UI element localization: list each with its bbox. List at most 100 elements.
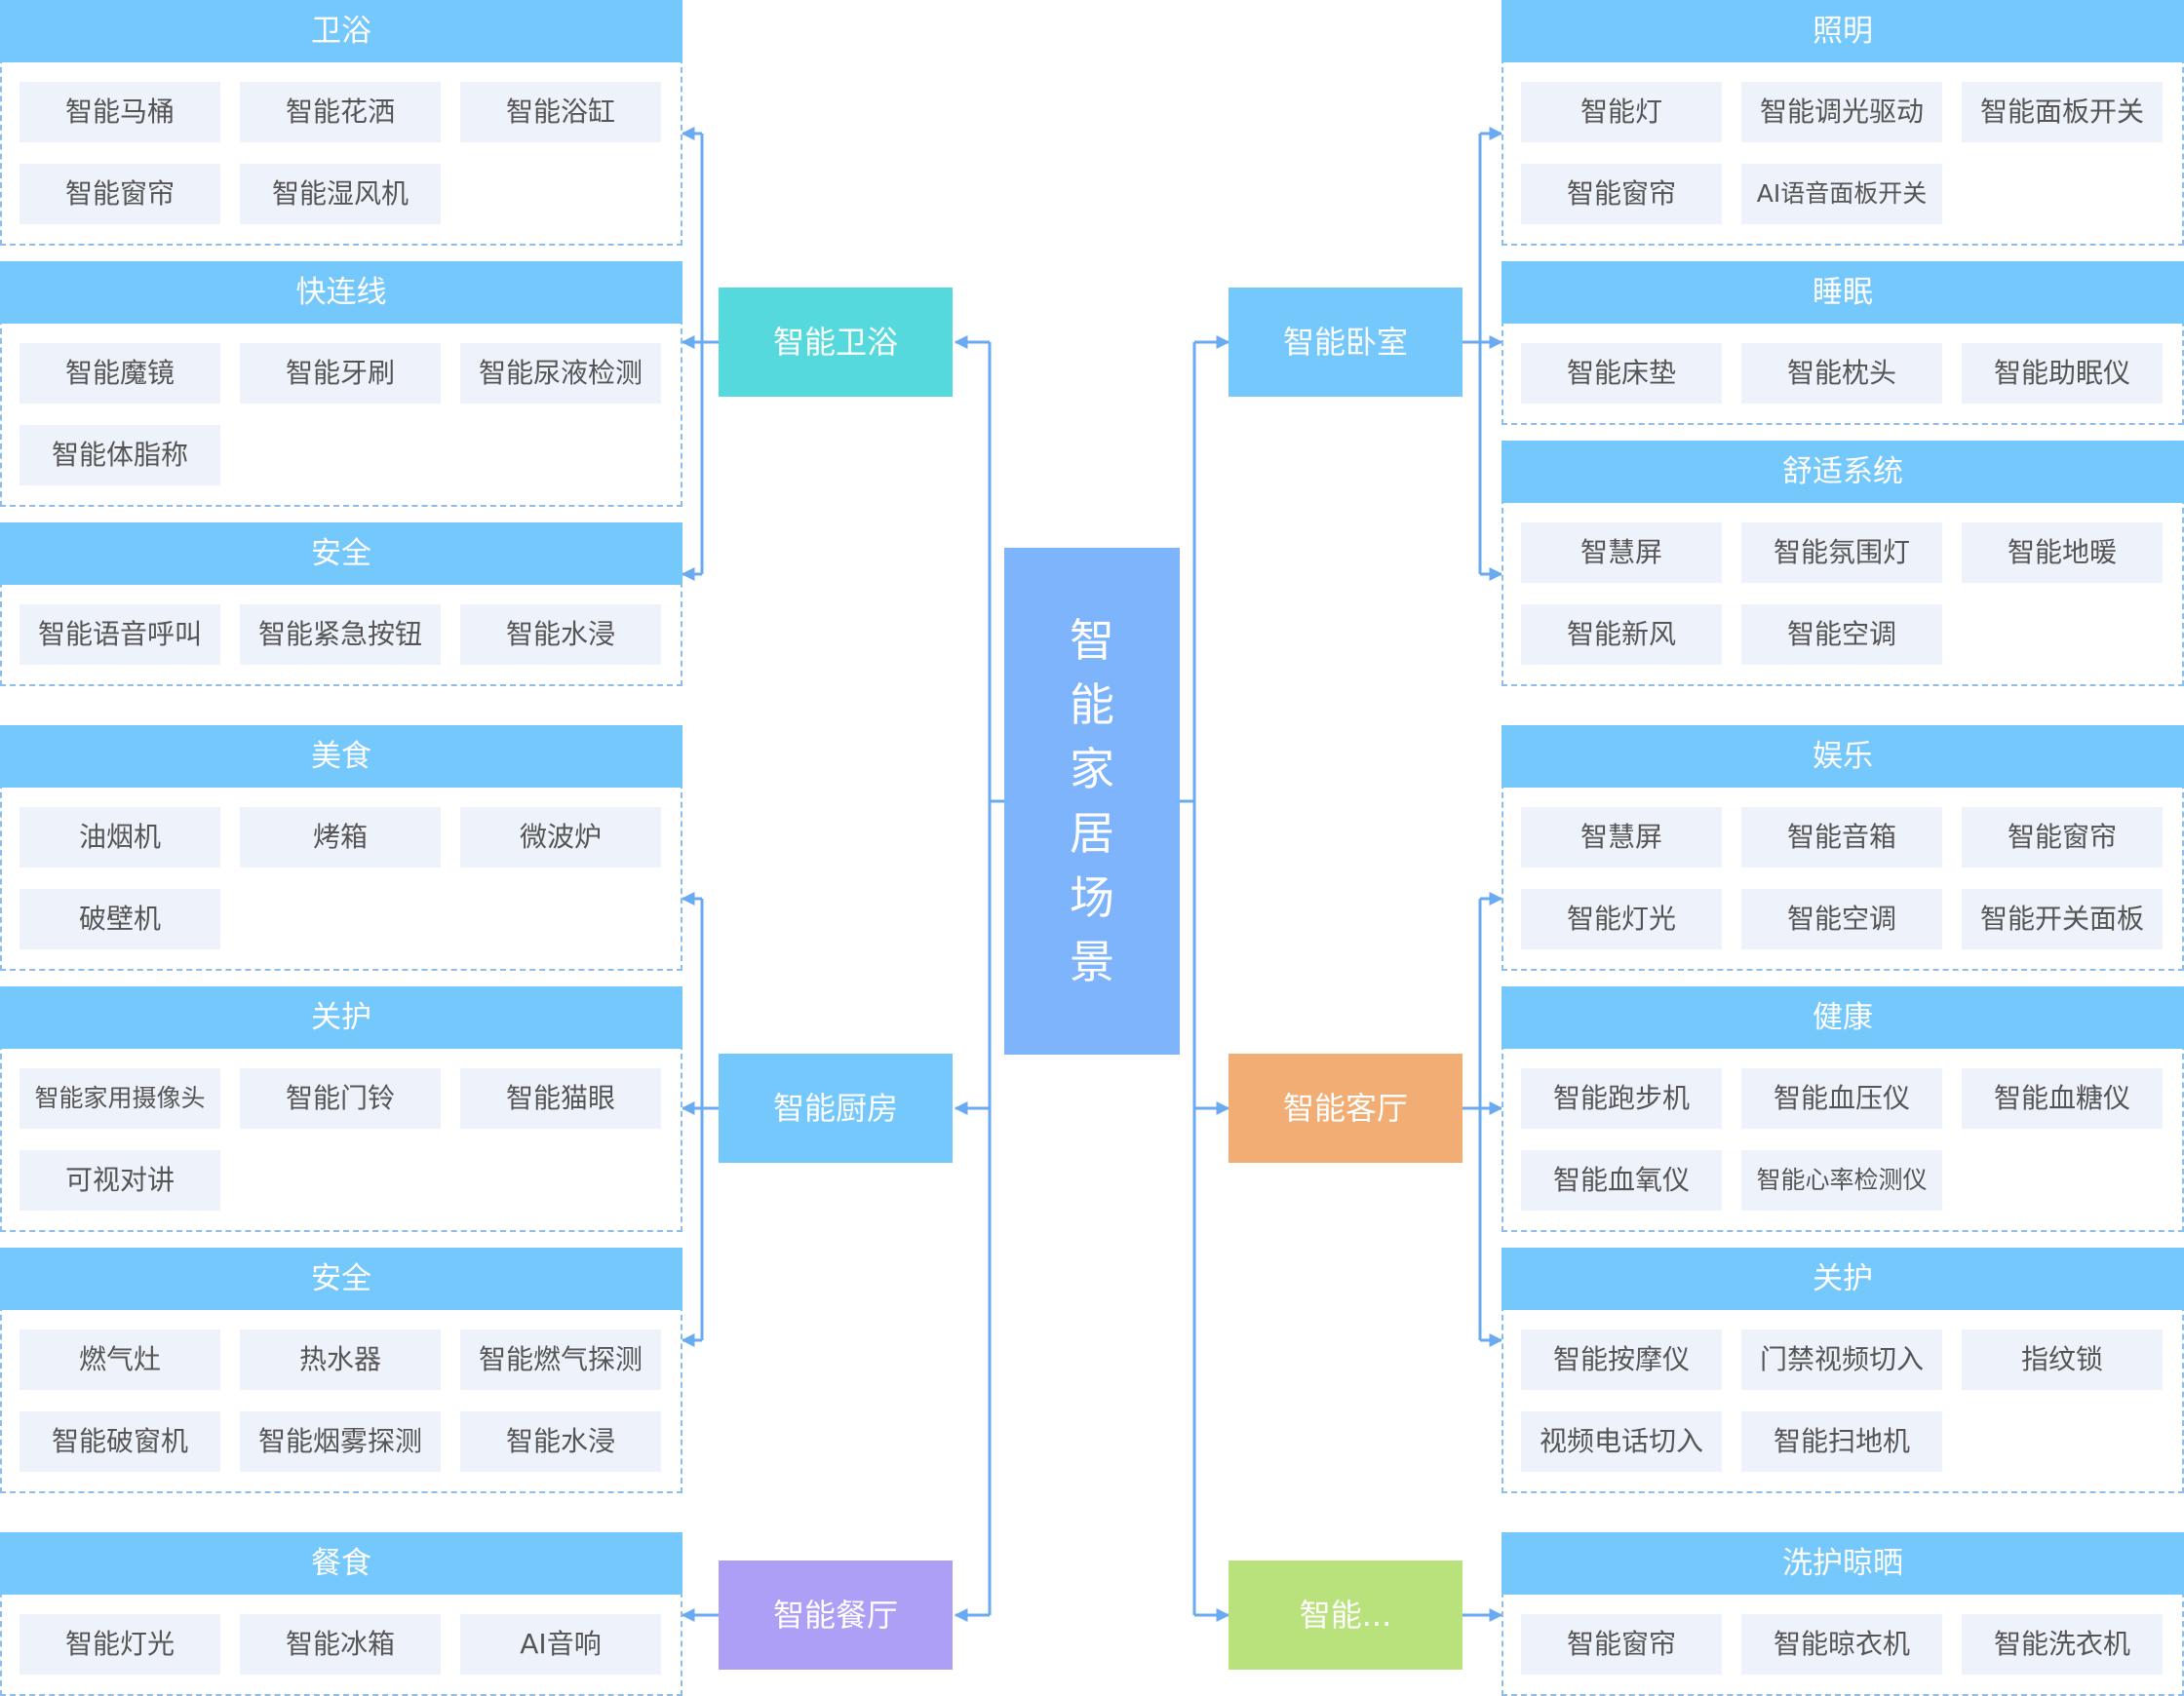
device-item[interactable]: 智能马桶 (20, 82, 220, 142)
device-item[interactable]: 智能音箱 (1741, 807, 1942, 867)
device-item[interactable]: 智能空调 (1741, 889, 1942, 949)
device-group: 安全燃气灶热水器智能燃气探测智能破窗机智能烟雾探测智能水浸 (0, 1248, 682, 1493)
device-item[interactable]: 智能血糖仪 (1962, 1068, 2163, 1129)
device-item[interactable]: 智能猫眼 (460, 1068, 661, 1129)
device-item[interactable]: 智能血压仪 (1741, 1068, 1942, 1129)
device-item[interactable]: 智能洗衣机 (1962, 1614, 2163, 1675)
room-node-dining[interactable]: 智能餐厅 (719, 1561, 953, 1670)
device-group: 美食油烟机烤箱微波炉破壁机 (0, 725, 682, 971)
group-header: 健康 (1502, 986, 2184, 1049)
device-group: 睡眠智能床垫智能枕头智能助眠仪 (1502, 261, 2184, 425)
device-item[interactable]: 智能水浸 (460, 1411, 661, 1472)
device-item[interactable]: 智能破窗机 (20, 1411, 220, 1472)
center-title-char: 居 (1070, 807, 1114, 860)
group-header: 舒适系统 (1502, 441, 2184, 503)
group-header: 睡眠 (1502, 261, 2184, 324)
device-item[interactable]: 智能灯光 (20, 1614, 220, 1675)
device-item[interactable]: 智能跑步机 (1521, 1068, 1722, 1129)
device-item[interactable]: 智能灯光 (1521, 889, 1722, 949)
device-item[interactable]: 智能尿液检测 (460, 343, 661, 404)
device-group: 关护智能按摩仪门禁视频切入指纹锁视频电话切入智能扫地机 (1502, 1248, 2184, 1493)
device-item[interactable]: 智能新风 (1521, 604, 1722, 665)
group-header: 关护 (0, 986, 682, 1049)
center-title-char: 场 (1070, 871, 1114, 924)
device-item[interactable]: 智能开关面板 (1962, 889, 2163, 949)
room-node-bedroom[interactable]: 智能卧室 (1228, 288, 1462, 397)
center-title-char: 能 (1070, 678, 1114, 731)
device-item[interactable]: 视频电话切入 (1521, 1411, 1722, 1472)
device-group: 餐食智能灯光智能冰箱 AI音响 (0, 1532, 682, 1696)
device-item[interactable]: 油烟机 (20, 807, 220, 867)
device-item[interactable]: 智能门铃 (240, 1068, 441, 1129)
device-item[interactable]: 智能水浸 (460, 604, 661, 665)
room-node-more[interactable]: 智能... (1228, 1561, 1462, 1670)
device-item[interactable]: 智能灯 (1521, 82, 1722, 142)
device-item[interactable]: 智能冰箱 (240, 1614, 441, 1675)
device-group: 娱乐智慧屏智能音箱智能窗帘智能灯光智能空调智能开关面板 (1502, 725, 2184, 971)
device-item[interactable]: 智能地暖 (1962, 522, 2163, 583)
group-header: 关护 (1502, 1248, 2184, 1310)
device-group: 安全智能语音呼叫智能紧急按钮智能水浸 (0, 522, 682, 686)
center-title-char: 家 (1070, 743, 1114, 795)
center-node[interactable]: 智能家居场景 (1004, 548, 1180, 1055)
group-header: 卫浴 (0, 0, 682, 62)
device-item[interactable]: 智能花洒 (240, 82, 441, 142)
device-item[interactable]: 智能语音呼叫 (20, 604, 220, 665)
device-item[interactable]: 破壁机 (20, 889, 220, 949)
device-item[interactable]: 智能烟雾探测 (240, 1411, 441, 1472)
device-item[interactable]: 智能面板开关 (1962, 82, 2163, 142)
device-item[interactable]: 智能魔镜 (20, 343, 220, 404)
device-item[interactable]: 智能扫地机 (1741, 1411, 1942, 1472)
room-node-living-room[interactable]: 智能客厅 (1228, 1054, 1462, 1163)
device-item[interactable]: AI音响 (460, 1614, 661, 1675)
device-item[interactable]: 智能窗帘 (1962, 807, 2163, 867)
device-item[interactable]: 智能窗帘 (1521, 1614, 1722, 1675)
device-item[interactable]: 智慧屏 (1521, 807, 1722, 867)
device-item[interactable]: 可视对讲 (20, 1150, 220, 1211)
device-item[interactable]: 智能按摩仪 (1521, 1330, 1722, 1390)
device-item[interactable]: 智能空调 (1741, 604, 1942, 665)
device-item[interactable]: 智能紧急按钮 (240, 604, 441, 665)
device-item[interactable]: 微波炉 (460, 807, 661, 867)
device-item[interactable]: 智能湿风机 (240, 164, 441, 224)
device-item[interactable]: 智能浴缸 (460, 82, 661, 142)
device-item[interactable]: 智能助眠仪 (1962, 343, 2163, 404)
room-node-bathroom[interactable]: 智能卫浴 (719, 288, 953, 397)
device-item[interactable]: 智能家用摄像头 (20, 1068, 220, 1129)
device-item[interactable]: 智能血氧仪 (1521, 1150, 1722, 1211)
device-item[interactable]: 智能晾衣机 (1741, 1614, 1942, 1675)
device-item[interactable]: 指纹锁 (1962, 1330, 2163, 1390)
device-item[interactable]: 智能氛围灯 (1741, 522, 1942, 583)
device-item[interactable]: AI语音面板开关 (1741, 164, 1942, 224)
group-header: 照明 (1502, 0, 2184, 62)
device-group: 关护智能家用摄像头智能门铃智能猫眼可视对讲 (0, 986, 682, 1232)
device-group: 健康智能跑步机智能血压仪智能血糖仪智能血氧仪智能心率检测仪 (1502, 986, 2184, 1232)
device-item[interactable]: 智慧屏 (1521, 522, 1722, 583)
group-header: 安全 (0, 1248, 682, 1310)
group-header: 洗护晾晒 (1502, 1532, 2184, 1595)
device-group: 快连线智能魔镜智能牙刷智能尿液检测智能体脂称 (0, 261, 682, 507)
center-title-char: 智 (1070, 614, 1114, 667)
device-item[interactable]: 智能牙刷 (240, 343, 441, 404)
device-item[interactable]: 智能窗帘 (1521, 164, 1722, 224)
device-item[interactable]: 智能床垫 (1521, 343, 1722, 404)
device-item[interactable]: 智能调光驱动 (1741, 82, 1942, 142)
center-title-char: 景 (1070, 936, 1114, 988)
device-item[interactable]: 烤箱 (240, 807, 441, 867)
device-group: 照明智能灯智能调光驱动智能面板开关智能窗帘 AI语音面板开关 (1502, 0, 2184, 246)
group-header: 安全 (0, 522, 682, 585)
room-node-kitchen[interactable]: 智能厨房 (719, 1054, 953, 1163)
device-item[interactable]: 燃气灶 (20, 1330, 220, 1390)
device-item[interactable]: 智能枕头 (1741, 343, 1942, 404)
device-item[interactable]: 智能心率检测仪 (1741, 1150, 1942, 1211)
device-item[interactable]: 智能体脂称 (20, 425, 220, 485)
device-item[interactable]: 智能窗帘 (20, 164, 220, 224)
group-header: 餐食 (0, 1532, 682, 1595)
device-item[interactable]: 热水器 (240, 1330, 441, 1390)
group-header: 美食 (0, 725, 682, 788)
device-group: 卫浴智能马桶智能花洒智能浴缸智能窗帘智能湿风机 (0, 0, 682, 246)
device-item[interactable]: 智能燃气探测 (460, 1330, 661, 1390)
device-item[interactable]: 门禁视频切入 (1741, 1330, 1942, 1390)
group-header: 娱乐 (1502, 725, 2184, 788)
